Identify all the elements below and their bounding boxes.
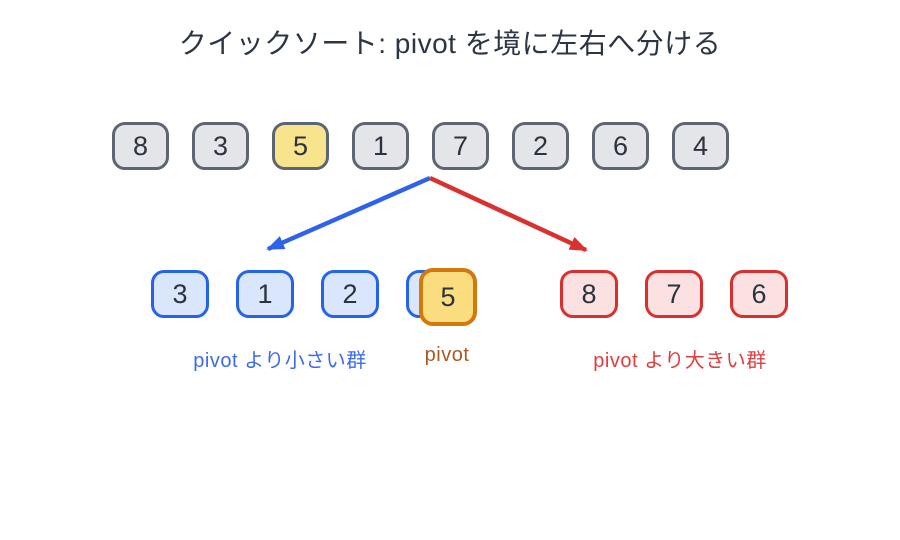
larger-group-cell: 6 bbox=[730, 270, 788, 318]
pivot-box: 5 bbox=[419, 268, 477, 326]
right-partition-arrow-icon bbox=[429, 175, 588, 253]
array-cell-pivot-highlight: 5 bbox=[272, 122, 329, 170]
smaller-group-label: pivot より小さい群 bbox=[193, 350, 367, 372]
top-array-row: 8 3 5 1 7 2 6 4 bbox=[112, 122, 729, 170]
array-cell: 6 bbox=[592, 122, 649, 170]
diagram-title: クイックソート: pivot を境に左右へ分ける bbox=[178, 28, 722, 59]
larger-group-cell: 7 bbox=[645, 270, 703, 318]
array-cell: 4 bbox=[672, 122, 729, 170]
pivot-label: pivot bbox=[424, 344, 470, 366]
smaller-group-row: 3 1 2 bbox=[151, 270, 464, 318]
left-partition-arrow-icon bbox=[266, 175, 431, 252]
array-cell: 2 bbox=[512, 122, 569, 170]
larger-group-label: pivot より大きい群 bbox=[593, 350, 767, 372]
array-cell: 7 bbox=[432, 122, 489, 170]
array-cell: 8 bbox=[112, 122, 169, 170]
smaller-group-cell: 3 bbox=[151, 270, 209, 318]
larger-group-row: 8 7 6 bbox=[560, 270, 788, 318]
smaller-group-cell: 1 bbox=[236, 270, 294, 318]
larger-group-cell: 8 bbox=[560, 270, 618, 318]
array-cell: 3 bbox=[192, 122, 249, 170]
smaller-group-cell: 2 bbox=[321, 270, 379, 318]
array-cell: 1 bbox=[352, 122, 409, 170]
